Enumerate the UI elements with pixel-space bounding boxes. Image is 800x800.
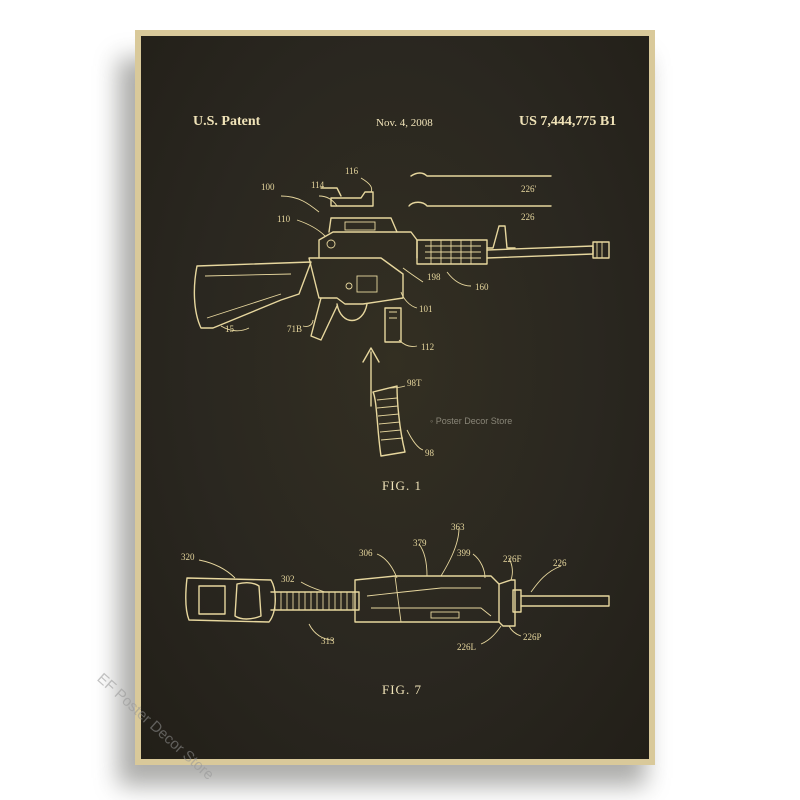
watermark-center: ◦ Poster Decor Store	[430, 416, 512, 426]
ref-label-116: 116	[345, 166, 359, 176]
patent-header-label: U.S. Patent	[193, 114, 261, 129]
ref-label-226: 226	[521, 212, 535, 222]
ref-label-110: 110	[277, 214, 291, 224]
ref-label-114: 114	[311, 180, 325, 190]
ref-label-112: 112	[421, 342, 434, 352]
ref-label-313: 313	[321, 636, 335, 646]
ref-label-226l: 226L	[457, 642, 476, 652]
patent-board: U.S. Patent Nov. 4, 2008 US 7,444,775 B1	[141, 36, 649, 759]
ref-label-320: 320	[181, 552, 195, 562]
patent-date: Nov. 4, 2008	[376, 117, 433, 129]
ref-label-226-prime: 226'	[521, 184, 537, 194]
ref-label-198: 198	[427, 272, 441, 282]
ref-label-226p: 226P	[523, 632, 542, 642]
ref-label-306: 306	[359, 548, 373, 558]
figure-caption-7: FIG. 7	[382, 682, 422, 697]
ref-label-98: 98	[425, 448, 435, 458]
ref-label-226-rod: 226	[553, 558, 567, 568]
ref-label-160: 160	[475, 282, 489, 292]
watermark-dot-icon: ◦	[430, 416, 436, 426]
ref-label-15: 15	[225, 324, 235, 334]
ref-label-399: 399	[457, 548, 471, 558]
ref-label-98t: 98T	[407, 378, 422, 388]
poster-frame: U.S. Patent Nov. 4, 2008 US 7,444,775 B1	[135, 30, 655, 765]
ref-label-226f: 226F	[503, 554, 522, 564]
ref-label-100: 100	[261, 182, 275, 192]
ref-label-363: 363	[451, 522, 465, 532]
watermark-center-text: Poster Decor Store	[435, 416, 513, 426]
patent-drawing: 100 114 116 226' 226 110 198 160 101 15 …	[181, 166, 610, 652]
patent-number: US 7,444,775 B1	[519, 114, 617, 129]
ref-label-379: 379	[413, 538, 427, 548]
ref-label-302: 302	[281, 574, 295, 584]
bolt-assembly-illustration: 320 306 379 363 399 226F 226 302 313 226…	[181, 522, 610, 652]
figure-caption-1: FIG. 1	[382, 478, 422, 493]
ref-label-71b: 71B	[287, 324, 302, 334]
rifle-illustration: 100 114 116 226' 226 110 198 160 101 15 …	[193, 166, 610, 458]
ref-label-101: 101	[419, 304, 433, 314]
